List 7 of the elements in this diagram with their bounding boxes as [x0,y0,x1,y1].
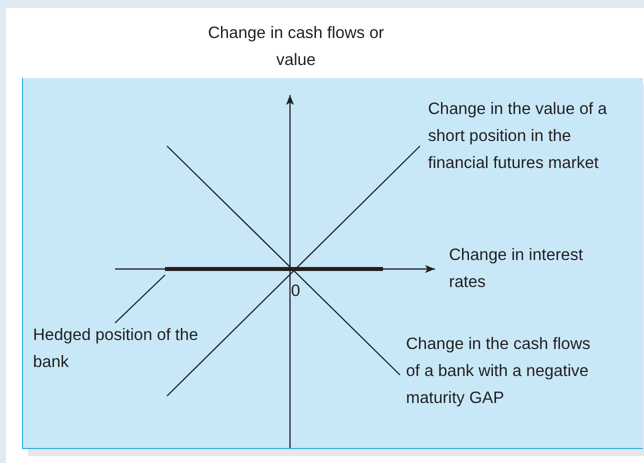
callout-label: Hedged position of the bank [33,325,200,373]
axis-title: Change in cash flows or value [206,23,386,71]
axis-title: Change in interest rates [449,245,584,293]
line-label: Change in the cash flows of a bank with a negative maturity GAP [406,334,592,409]
line-label: Change in the value of a short position in the financial futures market [428,99,608,174]
origin-label: 0 [291,281,302,302]
leader-line [114,274,166,324]
